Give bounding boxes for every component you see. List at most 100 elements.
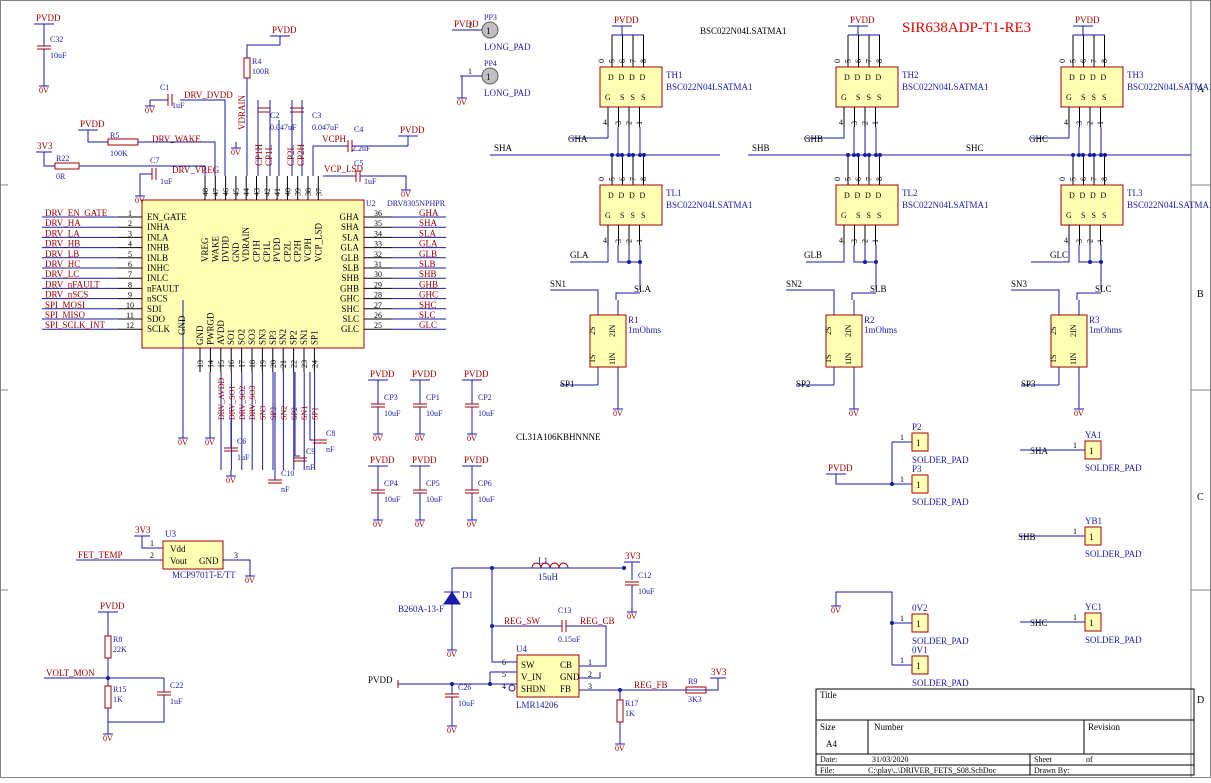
- cap-ref: C5: [354, 159, 363, 168]
- junction-dot: [1099, 260, 1103, 264]
- gnd-label: 0V: [415, 434, 425, 443]
- reg-pin-name: GND: [560, 672, 580, 682]
- pin-name: SN1: [299, 329, 309, 345]
- pin-number: 37: [314, 188, 323, 196]
- gnd-label: 0V: [447, 726, 457, 735]
- junction-dot: [1088, 260, 1092, 264]
- junction-dot: [638, 260, 642, 264]
- pvdd-label: PVDD: [272, 25, 297, 35]
- fet-pin-name: D: [640, 73, 646, 82]
- zone-label-c: C: [1197, 492, 1204, 503]
- reg-pin-name: V_IN: [521, 672, 542, 682]
- junction-dot: [890, 621, 894, 625]
- sheet-field: Sheet: [1034, 755, 1053, 764]
- fet-pin-name: G: [841, 93, 847, 102]
- net-label: SN3: [259, 406, 268, 420]
- junction-dot: [1088, 153, 1092, 157]
- pin-number: 1: [128, 209, 132, 218]
- pin-num: 2: [150, 551, 154, 560]
- pin-name: SLC: [342, 314, 359, 324]
- fet-pin-name: G: [605, 93, 611, 102]
- reg-pin-name: SW: [521, 660, 535, 670]
- pad-value: SOLDER_PAD: [912, 678, 969, 688]
- net-label: CP1L: [264, 145, 274, 166]
- resistor-body: [104, 635, 112, 659]
- pad-pin: 1: [486, 26, 491, 36]
- wire: [1031, 127, 1070, 139]
- date-field: Date:: [820, 755, 837, 764]
- net-label: SHC: [419, 300, 437, 310]
- net-label: GLB: [804, 250, 822, 260]
- shunt-ref: R1: [628, 315, 639, 325]
- pin-name: SLB: [342, 263, 359, 273]
- fet-pin-name: D: [844, 73, 850, 82]
- pin-name: SDI: [147, 304, 162, 314]
- shunt-pin: 1S: [824, 355, 833, 363]
- wire: [570, 245, 609, 263]
- pad-pin: 1: [1089, 618, 1094, 628]
- wire: [550, 289, 599, 300]
- wire: [706, 678, 719, 691]
- junction-dot: [863, 260, 867, 264]
- net-label: REG_SW: [504, 616, 541, 626]
- pin-number: 12: [126, 321, 134, 330]
- pin-number: 38: [304, 188, 313, 196]
- fet-pin-name: D: [1090, 73, 1096, 82]
- pin-name: CP2L: [282, 241, 292, 262]
- pin-number: 40: [283, 188, 292, 196]
- fet-ref: TH3: [1127, 70, 1144, 80]
- net-label: SP3: [269, 407, 278, 420]
- gnd-label: 0V: [135, 196, 145, 205]
- junction-dot: [867, 153, 871, 157]
- pin-name: GND: [177, 315, 187, 335]
- junction-dot: [610, 153, 614, 157]
- gnd-label: 0V: [103, 734, 113, 743]
- net-label: GLC: [1050, 250, 1068, 260]
- title-field: Title: [820, 690, 837, 700]
- net-label: SLC: [419, 310, 436, 320]
- fet-pin-num: 4: [1064, 118, 1068, 127]
- pin-number: 39: [294, 188, 303, 196]
- fet-pin-num: 6: [618, 177, 627, 181]
- fet-pin-name: S: [1092, 93, 1096, 102]
- pin-name: SO1: [226, 329, 236, 345]
- inductor-value: 15uH: [538, 572, 559, 582]
- pin-name: VDRAIN: [241, 227, 251, 262]
- fet-pin-num: 2: [861, 239, 870, 243]
- pin-number: 7: [128, 270, 132, 279]
- resistor-body: [616, 699, 624, 723]
- net-label: SN2: [279, 406, 288, 420]
- shunt-ref: R2: [864, 315, 875, 325]
- pin-num: 1: [150, 539, 154, 548]
- fet-pin-name: D: [844, 191, 850, 200]
- shunt-pin: 2S: [824, 327, 833, 335]
- pin-name: GHC: [340, 294, 359, 304]
- pin-number: 46: [222, 188, 231, 196]
- junction-dot: [852, 153, 856, 157]
- pin-number: 30: [374, 270, 382, 279]
- fet-pin-num: 4: [839, 236, 843, 245]
- size-value: A4: [826, 739, 837, 749]
- pin-name: SP3: [268, 330, 278, 345]
- pin-number: 23: [300, 360, 309, 368]
- res-value: 1K: [625, 709, 635, 718]
- v3v3-label: 3V3: [711, 667, 727, 677]
- net-label: DRV_SO3: [248, 386, 257, 420]
- fet-pin-num: 0: [597, 59, 606, 63]
- cap-value: nF: [326, 445, 335, 454]
- shunt-value: 1mOhms: [628, 325, 662, 335]
- pvdd-label: PVDD: [368, 675, 393, 685]
- pad-ref: YB1: [1085, 516, 1102, 526]
- fet-pin-name: D: [640, 191, 646, 200]
- fet-part: BSC022N04LSATMA1: [666, 200, 753, 210]
- wire: [108, 695, 165, 723]
- fet-pin-num: 7: [865, 177, 874, 181]
- pad-value: SOLDER_PAD: [912, 497, 969, 507]
- shunt-body: [589, 314, 627, 368]
- net-label: DRV_VREG: [172, 165, 220, 175]
- fet-pin-num: 8: [1100, 59, 1109, 63]
- fet-pin-num: 3: [850, 121, 859, 125]
- fet-pin-num: 0: [1058, 177, 1067, 181]
- pin-number: 25: [374, 321, 382, 330]
- junction-dot: [642, 153, 646, 157]
